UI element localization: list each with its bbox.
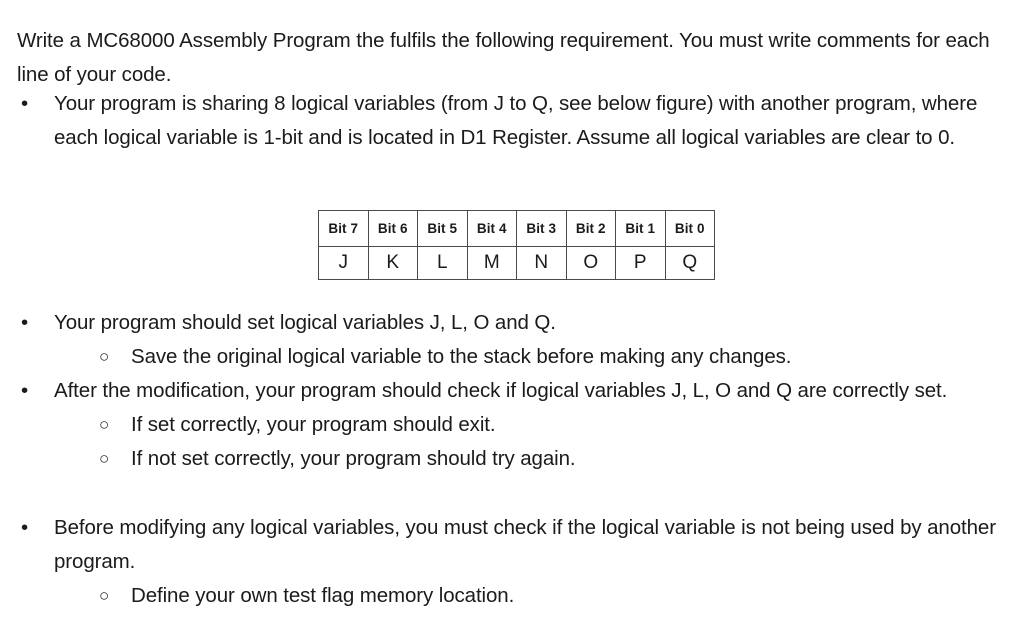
sub-list-item: ○ Define your own test flag memory locat…: [0, 579, 1015, 613]
table-header-cell: Bit 0: [664, 210, 715, 247]
sub-list-item-text: Save the original logical variable to th…: [131, 345, 792, 368]
table-value-cell: K: [367, 246, 418, 280]
table-header-cell: Bit 5: [417, 210, 468, 247]
list-item-text: Your program is sharing 8 logical variab…: [54, 92, 978, 149]
table-header-cell: Bit 3: [516, 210, 567, 247]
table-header-cell: Bit 1: [615, 210, 666, 247]
bullet-block-1: • Your program is sharing 8 logical vari…: [0, 87, 1010, 155]
sub-list-item: ○ If not set correctly, your program sho…: [0, 442, 1010, 476]
table-value-cell: O: [565, 246, 616, 280]
list-item: • Your program should set logical variab…: [0, 306, 1010, 340]
bullet-marker-icon: •: [21, 516, 29, 539]
bullet-block-3: • After the modification, your program s…: [0, 374, 1010, 476]
bullet-marker-icon: •: [21, 92, 29, 115]
table-value-cell: J: [318, 246, 369, 280]
sub-list-item-text: If not set correctly, your program shoul…: [131, 447, 576, 470]
list-item: • Your program is sharing 8 logical vari…: [0, 87, 1010, 155]
table-header-cell: Bit 2: [565, 210, 616, 247]
table-header-cell: Bit 4: [466, 210, 517, 247]
circle-bullet-icon: ○: [99, 586, 110, 605]
list-item-text: After the modification, your program sho…: [54, 379, 948, 402]
list-item-text: Your program should set logical variable…: [54, 311, 556, 334]
sub-list-item: ○ If set correctly, your program should …: [0, 408, 1010, 442]
intro-paragraph: Write a MC68000 Assembly Program the ful…: [17, 28, 990, 86]
bit-table: Bit 7 Bit 6 Bit 5 Bit 4 Bit 3 Bit 2 Bit …: [318, 210, 715, 280]
table-value-cell: L: [417, 246, 468, 280]
list-item: • After the modification, your program s…: [0, 374, 1010, 408]
table-value-cell: P: [615, 246, 666, 280]
bullet-block-4: • Before modifying any logical variables…: [0, 511, 1015, 613]
bit-table-figure: Bit 7 Bit 6 Bit 5 Bit 4 Bit 3 Bit 2 Bit …: [318, 210, 715, 280]
sub-list-item: ○ Save the original logical variable to …: [0, 340, 1010, 374]
table-value-cell: M: [466, 246, 517, 280]
table-row-values: J K L M N O P Q: [318, 246, 715, 280]
table-value-cell: N: [516, 246, 567, 280]
bullet-block-2: • Your program should set logical variab…: [0, 306, 1010, 374]
circle-bullet-icon: ○: [99, 415, 110, 434]
table-header-cell: Bit 6: [367, 210, 418, 247]
table-value-cell: Q: [664, 246, 715, 280]
circle-bullet-icon: ○: [99, 449, 110, 468]
bullet-marker-icon: •: [21, 311, 29, 334]
sub-list-item-text: Define your own test flag memory locatio…: [131, 584, 515, 607]
circle-bullet-icon: ○: [99, 347, 110, 366]
bullet-marker-icon: •: [21, 379, 29, 402]
table-header-cell: Bit 7: [318, 210, 369, 247]
list-item: • Before modifying any logical variables…: [0, 511, 1015, 579]
sub-list-item-text: If set correctly, your program should ex…: [131, 413, 496, 436]
list-item-text: Before modifying any logical variables, …: [54, 516, 996, 573]
table-row-headers: Bit 7 Bit 6 Bit 5 Bit 4 Bit 3 Bit 2 Bit …: [318, 210, 715, 247]
